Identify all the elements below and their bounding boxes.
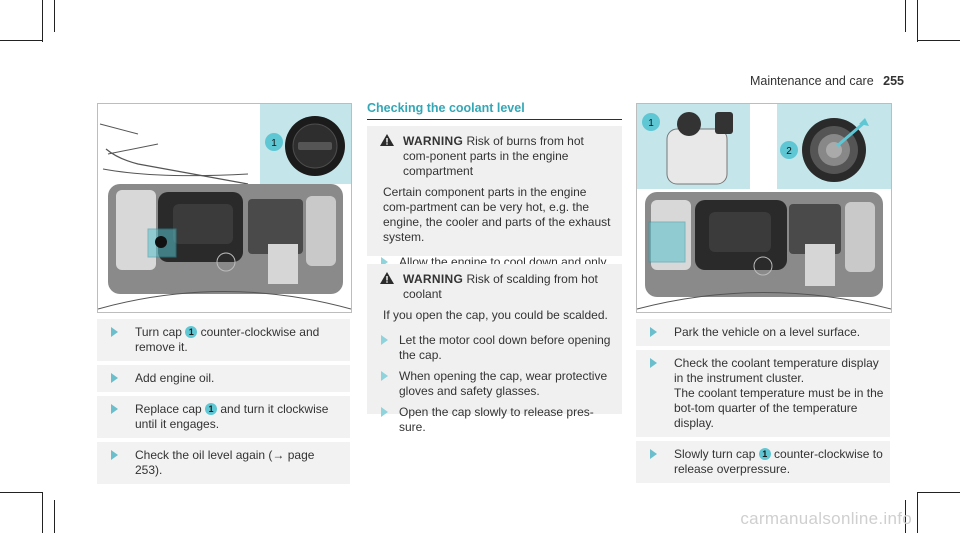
crop-mark — [918, 40, 960, 41]
warning-heading: Risk of scalding from hot coolant — [403, 272, 598, 301]
warning-box: WARNING Risk of scalding from hot coolan… — [367, 264, 622, 434]
oil-cap-inset: 1 — [260, 104, 351, 184]
step-arrow-icon — [650, 449, 657, 459]
divider — [367, 119, 622, 120]
warning-label: WARNING — [403, 134, 464, 148]
step-arrow-icon — [111, 327, 118, 337]
engine-bay-illustration — [98, 123, 351, 310]
step-arrow-icon — [381, 407, 388, 417]
step-item: Add engine oil. — [97, 365, 350, 392]
step-text: Turn cap — [135, 325, 186, 339]
crop-mark — [918, 492, 960, 493]
page-number: 255 — [883, 74, 904, 88]
warning-icon — [380, 272, 394, 284]
step-text: Park the vehicle on a level surface. — [674, 325, 861, 339]
crop-mark — [917, 492, 918, 533]
warning-step: When opening the cap, wear protective gl… — [367, 363, 622, 399]
step-text: Add engine oil. — [135, 371, 215, 385]
step-text: counter-clockwise and remove it. — [135, 325, 320, 354]
warning-body: Certain component parts in the engine co… — [383, 185, 611, 244]
section-name: Maintenance and care — [749, 74, 874, 88]
step-text: and turn it clockwise until it engages. — [135, 402, 329, 431]
step-text: counter-clockwise to release overpressur… — [674, 447, 883, 476]
crop-mark — [54, 500, 55, 533]
crop-mark — [0, 492, 42, 493]
step-item: Slowly turn cap 1 counter-clockwise to r… — [636, 441, 890, 483]
engine-bay-illustration — [637, 192, 891, 310]
step-arrow-icon — [381, 371, 388, 381]
coolant-figure: 1 2 — [636, 103, 892, 313]
warning-body: If you open the cap, you could be scalde… — [383, 308, 608, 322]
step-text: Slowly turn cap — [674, 447, 759, 461]
warning-step: Open the cap slowly to release pres-sure… — [367, 399, 622, 435]
page-header: Maintenance and care 255 — [750, 74, 904, 88]
crop-mark — [42, 492, 43, 533]
step-text: Replace cap — [135, 402, 206, 416]
callout-1: 1 — [271, 138, 277, 149]
section-title: Checking the coolant level — [367, 101, 525, 115]
step-item: Replace cap 1 and turn it clockwise unti… — [97, 396, 350, 438]
callout-1: 1 — [758, 448, 771, 460]
watermark: carmanualsonline.info — [740, 509, 912, 528]
step-arrow-icon — [111, 450, 118, 460]
step-arrow-icon — [381, 257, 388, 267]
crop-mark — [54, 0, 55, 32]
step-arrow-icon — [650, 327, 657, 337]
oil-steps: Turn cap 1 counter-clockwise and remove … — [97, 319, 350, 488]
cap-inset: 2 — [777, 104, 891, 189]
step-text: Check the coolant temperature display in… — [674, 356, 884, 430]
callout-1: 1 — [185, 326, 198, 338]
warning-label: WARNING — [403, 272, 464, 286]
crop-mark — [42, 0, 43, 42]
step-item: Check the coolant temperature display in… — [636, 350, 890, 437]
step-arrow-icon — [111, 404, 118, 414]
step-item: Turn cap 1 counter-clockwise and remove … — [97, 319, 350, 361]
step-arrow-icon — [650, 358, 657, 368]
coolant-steps: Park the vehicle on a level surface. Che… — [636, 319, 890, 487]
engine-oil-figure: 1 — [97, 103, 352, 313]
warning-step: Let the motor cool down before opening t… — [367, 323, 622, 363]
warning-heading: Risk of burns from hot com-ponent parts … — [403, 134, 584, 178]
coolant-cap-closeup: 2 — [780, 118, 869, 182]
crop-mark — [0, 40, 42, 41]
oil-cap-closeup: 1 — [265, 116, 345, 176]
callout-2: 2 — [786, 146, 792, 157]
callout-1: 1 — [648, 118, 654, 129]
callout-1: 1 — [205, 403, 218, 415]
step-arrow-icon — [111, 373, 118, 383]
step-item: Park the vehicle on a level surface. — [636, 319, 890, 346]
crop-mark — [905, 0, 906, 32]
reservoir-inset: 1 — [637, 104, 750, 189]
step-item: Check the oil level again (→ page 253). — [97, 442, 350, 484]
crop-mark — [905, 500, 906, 533]
coolant-reservoir-closeup: 1 — [642, 112, 733, 185]
step-text[interactable]: Check the oil level again (→ page 253). — [135, 448, 315, 477]
warning-box: WARNING Risk of burns from hot com-ponen… — [367, 126, 622, 299]
step-arrow-icon — [381, 335, 388, 345]
crop-mark — [917, 0, 918, 42]
warning-icon — [380, 134, 394, 146]
